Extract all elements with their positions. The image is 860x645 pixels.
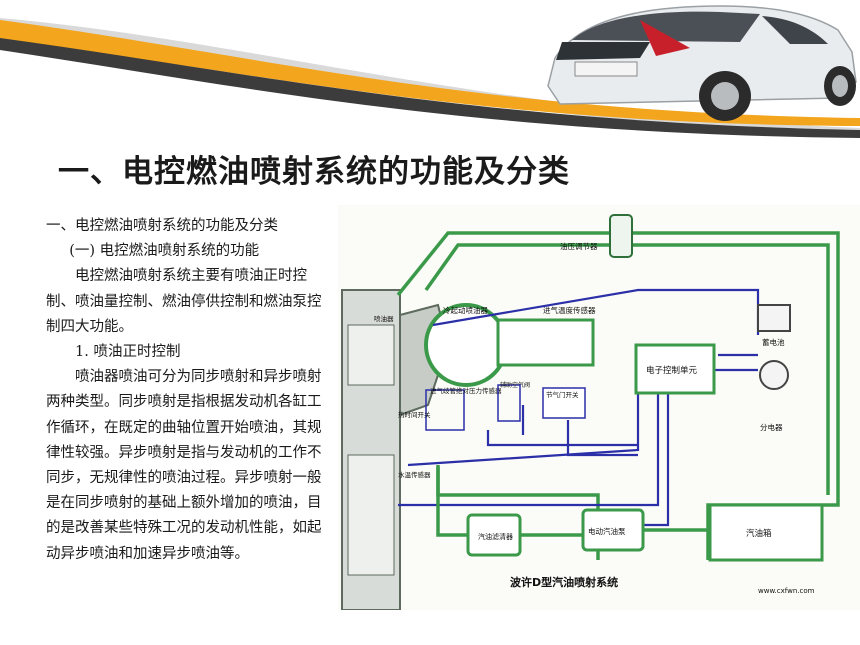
item-heading: 1. 喷油正时控制 bbox=[75, 344, 181, 361]
svg-text:节气门开关: 节气门开关 bbox=[546, 390, 579, 399]
fuel-pump: 电动汽油泵 bbox=[581, 508, 645, 552]
svg-text:蓄电池: 蓄电池 bbox=[762, 337, 785, 347]
svg-text:分电器: 分电器 bbox=[760, 422, 783, 432]
aux-air-valve: 辅助空气阀 bbox=[497, 381, 530, 422]
water-temp-sensor-label: 水温传感器 bbox=[398, 470, 431, 479]
manifold-pressure-sensor: 进气歧管绝对压力传感器 bbox=[425, 386, 502, 431]
gray-swoosh bbox=[0, 18, 860, 136]
fuel-filter: 汽油滤清器 bbox=[466, 513, 522, 557]
fuel-tank: 汽油箱 bbox=[708, 503, 824, 562]
header-decoration bbox=[0, 5, 860, 138]
injector-label: 喷油器 bbox=[374, 314, 394, 323]
svg-text:辅助空气阀: 辅助空气阀 bbox=[500, 381, 530, 389]
diagram-caption: 波许D型汽油喷射系统 bbox=[510, 575, 618, 589]
functions-paragraph: 电控燃油喷射系统主要有喷油正时控制、喷油量控制、燃油停供控制和燃油泵控制四大功能… bbox=[46, 268, 322, 335]
throttle-switch: 节气门开关 bbox=[542, 387, 586, 419]
fuel-injection-diagram: 油压调节器 冷起动喷油器 进气温度传感器 电子控制单元 蓄电池 分电器 进气歧管… bbox=[338, 205, 860, 610]
section-heading: 一、电控燃油喷射系统的功能及分类 bbox=[46, 218, 278, 234]
distributor: 分电器 bbox=[759, 360, 789, 432]
diagram-watermark: www.cxfwn.com bbox=[758, 587, 815, 595]
body-text: 一、电控燃油喷射系统的功能及分类 (一) 电控燃油喷射系统的功能 电控燃油喷射系… bbox=[46, 214, 324, 567]
engine-block bbox=[341, 289, 450, 610]
ecu-box: 电子控制单元 bbox=[634, 343, 716, 395]
thermo-time-switch-label: 热时间开关 bbox=[398, 410, 431, 419]
svg-text:汽油箱: 汽油箱 bbox=[746, 528, 772, 539]
cold-start-injector-label: 冷起动喷油器 bbox=[443, 305, 488, 315]
ecu-label: 电子控制单元 bbox=[646, 365, 698, 376]
injection-timing-paragraph: 喷油器喷油可分为同步喷射和异步喷射两种类型。同步喷射是指根据发动机各缸工作循环，… bbox=[46, 369, 322, 562]
intake-plenum bbox=[424, 303, 508, 387]
svg-text:汽油滤清器: 汽油滤清器 bbox=[478, 532, 513, 541]
dark-swoosh bbox=[0, 38, 860, 138]
svg-text:进气歧管绝对压力传感器: 进气歧管绝对压力传感器 bbox=[430, 386, 502, 395]
subsection-heading: (一) 电控燃油喷射系统的功能 bbox=[69, 243, 260, 260]
svg-text:油压调节器: 油压调节器 bbox=[560, 241, 598, 251]
car-image bbox=[547, 5, 857, 121]
pressure-regulator: 油压调节器 bbox=[560, 214, 633, 258]
intake-pipe bbox=[496, 318, 595, 367]
slide-title: 一、电控燃油喷射系统的功能及分类 bbox=[58, 154, 570, 190]
battery: 蓄电池 bbox=[757, 304, 791, 347]
intake-temp-sensor-label: 进气温度传感器 bbox=[543, 305, 596, 315]
svg-text:电动汽油泵: 电动汽油泵 bbox=[588, 526, 626, 536]
